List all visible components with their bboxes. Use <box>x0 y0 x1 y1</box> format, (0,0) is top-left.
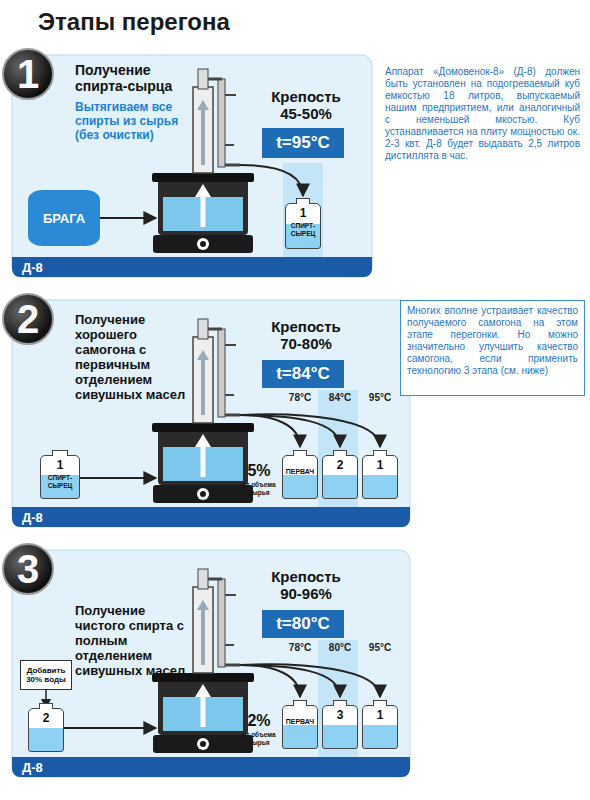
flow-arrow <box>240 665 340 697</box>
node-text: t=95°C <box>276 133 330 153</box>
panel-background <box>12 55 410 777</box>
label-text: 80°C <box>320 642 360 654</box>
page-title: Этапы перегона <box>38 8 230 36</box>
node-text: БРАГА <box>43 211 85 226</box>
flow-arrow <box>240 665 300 697</box>
label-text: 95°C <box>360 642 400 654</box>
step-number-circle: 2 <box>2 293 54 345</box>
stage-panel: Получение чистого спирта с полным отделе… <box>12 550 410 777</box>
instruction-box: Добавить 30% воды <box>20 660 72 690</box>
node-text: Получение хорошего самогона с первичным … <box>75 312 190 402</box>
node-text: Получение чистого спирта с полным отделе… <box>75 603 190 678</box>
collection-jar: 3 <box>322 705 358 749</box>
label-text: 2% <box>236 712 282 730</box>
node-text: Крепость 70-80% <box>262 318 350 352</box>
node-text: Д-8 <box>22 510 43 525</box>
node-text: 1 <box>17 54 39 94</box>
flow-arrow <box>64 727 156 729</box>
temperature-box: t=80°C <box>262 610 344 638</box>
label-text: от объема сырья <box>236 481 282 496</box>
node-text: Вытягиваем все спирты из сырья (без очис… <box>75 100 185 142</box>
flow-arrow <box>240 415 300 447</box>
node-text: Крепость 45-50% <box>262 88 350 122</box>
model-bar: Д-8 <box>12 257 372 277</box>
node-text: 1 <box>57 459 64 472</box>
node-text: Д-8 <box>22 760 43 775</box>
label-text: 78°C <box>280 642 320 654</box>
node-text: 3 <box>17 549 39 589</box>
step-number-circle: 3 <box>2 543 54 595</box>
node-text: 1 <box>300 207 307 220</box>
collection-jar: 2 <box>28 708 64 752</box>
node-text: 1 <box>377 459 384 472</box>
flow-arrow <box>240 414 380 447</box>
node-text: Многих вполне устраивает качество получа… <box>407 305 578 377</box>
node-text: СПИРТ-СЫРЕЦ <box>287 222 319 237</box>
node-text: t=84°C <box>276 364 330 384</box>
node-text: 2 <box>43 712 50 725</box>
label-text: Аппарат «Домовенок-8» (Д-8) должен быть … <box>385 66 580 162</box>
node-text: Получение спирта-сырца <box>75 62 185 94</box>
collection-jar: ПЕРВАЧ <box>282 705 318 749</box>
flow-arrow <box>240 165 303 196</box>
collection-jar: 2 <box>322 455 358 499</box>
column-highlight <box>318 640 358 757</box>
panel-background <box>12 55 372 277</box>
note-box: Многих вполне устраивает качество получа… <box>400 300 585 396</box>
flow-arrow <box>100 217 156 219</box>
node-text: 3 <box>337 709 344 722</box>
collection-jar: 1 <box>362 705 398 749</box>
node-text: ПЕРВАЧ <box>286 468 315 476</box>
label-text: 78°C <box>280 392 320 404</box>
still-apparatus <box>152 69 254 253</box>
flow-arrow <box>80 477 156 479</box>
collection-jar: 1 <box>362 455 398 499</box>
node-text: Добавить 30% воды <box>24 666 68 685</box>
node-text: Крепость 90-96% <box>262 568 350 602</box>
still-apparatus <box>152 69 254 753</box>
label-text: от объема сырья <box>236 731 282 746</box>
flow-arrow <box>64 165 380 728</box>
flow-arrow <box>240 664 380 697</box>
step-number-circle: 1 <box>2 48 54 100</box>
temperature-box: t=84°C <box>262 360 344 388</box>
node-text: 2 <box>17 299 39 339</box>
label-text: 5% <box>236 462 282 480</box>
wash-tank: БРАГА <box>28 190 100 246</box>
column-highlight <box>318 390 358 507</box>
node-text: Д-8 <box>22 260 43 275</box>
flow-arrow <box>240 415 340 447</box>
still-apparatus <box>152 569 254 753</box>
node-text: t=80°C <box>276 614 330 634</box>
collection-jar: 1СПИРТ-СЫРЕЦ <box>40 455 80 499</box>
node-text: 2 <box>337 459 344 472</box>
node-text: 1 <box>377 709 384 722</box>
column-highlight <box>283 163 323 257</box>
model-bar: Д-8 <box>12 757 410 777</box>
node-text: СПИРТ-СЫРЕЦ <box>42 474 78 489</box>
collection-jar: 1СПИРТ-СЫРЕЦ <box>285 203 321 249</box>
still-apparatus <box>152 319 254 503</box>
node-text: ПЕРВАЧ <box>286 718 315 726</box>
panel-background <box>12 550 410 777</box>
label-text: 84°C <box>320 392 360 404</box>
collection-jar: ПЕРВАЧ <box>282 455 318 499</box>
panel-background <box>12 300 410 527</box>
temperature-box: t=95°C <box>262 128 344 158</box>
stage-panel: Получение хорошего самогона с первичным … <box>12 300 410 527</box>
label-text: 95°C <box>360 392 400 404</box>
stage-panel: Получение спирта-сырцаВытягиваем все спи… <box>12 55 372 277</box>
model-bar: Д-8 <box>12 507 410 527</box>
